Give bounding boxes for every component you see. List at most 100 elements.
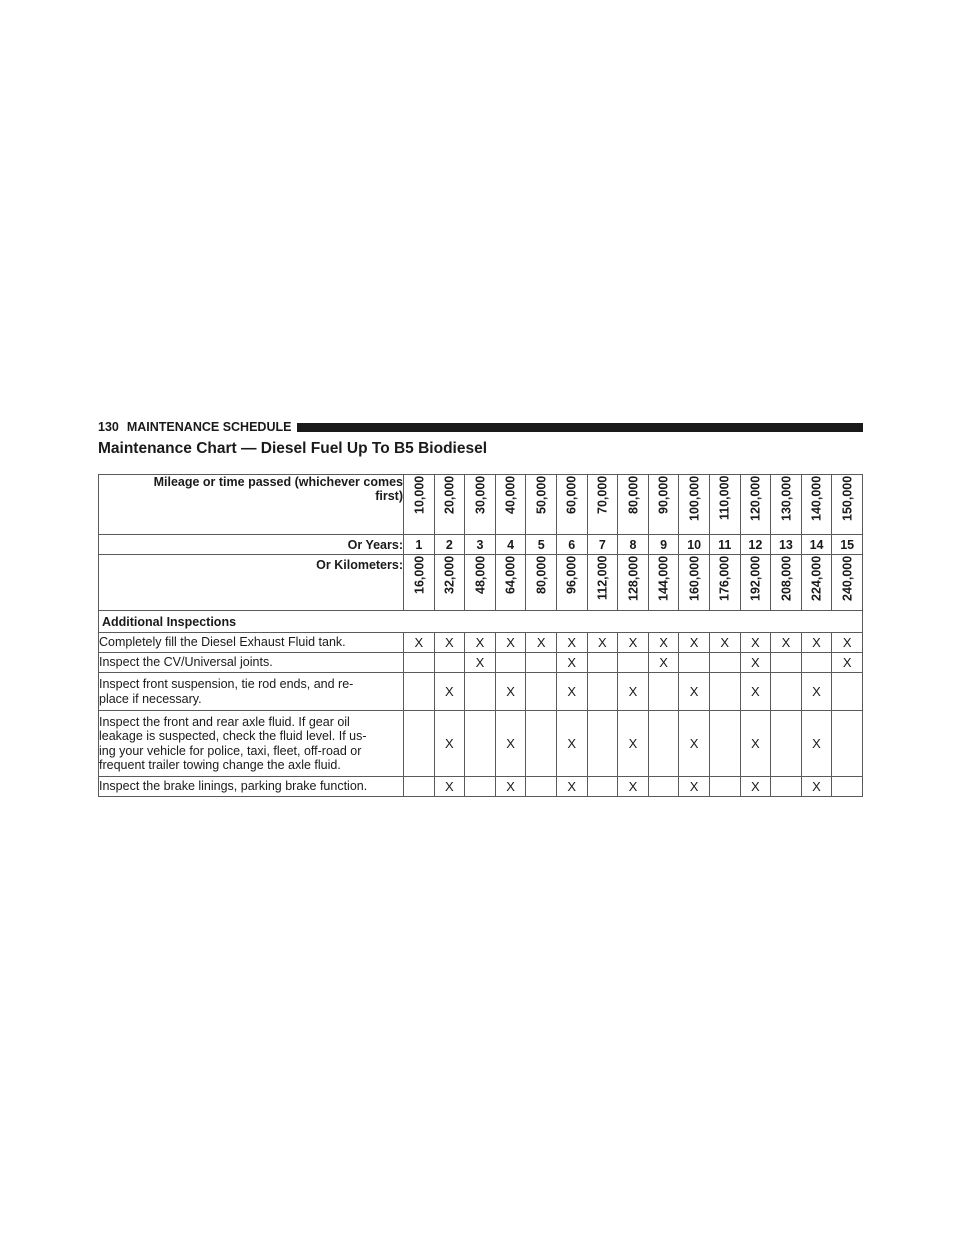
service-mark: X — [586, 632, 619, 653]
service-mark: X — [678, 632, 710, 653]
service-mark: X — [433, 710, 466, 777]
kilometers-cell: 128,000 — [617, 554, 649, 611]
service-mark: X — [831, 632, 863, 653]
inspection-row: Completely fill the Diesel Exhaust Fluid… — [98, 632, 863, 653]
service-mark: X — [464, 632, 496, 653]
kilometers-cell: 112,000 — [587, 554, 618, 611]
years-cell: 6 — [555, 534, 588, 555]
service-mark — [525, 710, 557, 777]
years-cell: 12 — [739, 534, 772, 555]
kilometers-cell: 144,000 — [648, 554, 679, 611]
service-mark — [708, 672, 741, 711]
service-mark: X — [433, 776, 466, 797]
service-mark — [678, 652, 710, 673]
kilometers-cell: 16,000 — [403, 554, 435, 611]
service-mark: X — [800, 672, 833, 711]
service-mark: X — [494, 710, 527, 777]
page-header: 130 MAINTENANCE SCHEDULE — [98, 418, 863, 436]
kilometers-cell: 176,000 — [709, 554, 741, 611]
service-mark: X — [770, 632, 802, 653]
service-mark — [403, 652, 435, 673]
kilometers-cell: 192,000 — [740, 554, 771, 611]
description-line: Completely fill the Diesel Exhaust Fluid… — [99, 635, 346, 650]
section-row: Additional Inspections — [98, 610, 863, 633]
inspection-row: Inspect the front and rear axle fluid. I… — [98, 710, 863, 777]
service-mark: X — [433, 632, 466, 653]
service-mark: X — [739, 776, 772, 797]
service-mark — [617, 652, 649, 673]
service-mark: X — [800, 776, 833, 797]
service-mark — [831, 710, 863, 777]
mileage-cell: 110,000 — [709, 474, 741, 535]
service-mark: X — [617, 632, 649, 653]
service-mark — [647, 710, 680, 777]
service-mark: X — [555, 672, 588, 711]
service-mark: X — [678, 672, 710, 711]
years-cell: 7 — [586, 534, 619, 555]
mileage-cell: 10,000 — [403, 474, 435, 535]
service-mark: X — [739, 652, 772, 673]
service-mark: X — [708, 632, 741, 653]
service-mark — [647, 672, 680, 711]
mileage-label-line1: Mileage or time passed (whichever comes — [153, 475, 403, 489]
service-mark — [464, 710, 496, 777]
kilometers-cell: 32,000 — [434, 554, 465, 611]
inspection-description: Inspect the CV/Universal joints. — [98, 652, 404, 673]
mileage-cell: 50,000 — [525, 474, 557, 535]
kilometers-cell: 80,000 — [525, 554, 557, 611]
service-mark: X — [433, 672, 466, 711]
service-mark — [464, 776, 496, 797]
service-mark: X — [494, 776, 527, 797]
mileage-cell: 80,000 — [617, 474, 649, 535]
service-mark — [586, 776, 619, 797]
years-cell: 3 — [464, 534, 496, 555]
years-cell: 15 — [831, 534, 863, 555]
description-line: ing your vehicle for police, taxi, fleet… — [99, 743, 362, 758]
service-mark: X — [739, 710, 772, 777]
service-mark — [647, 776, 680, 797]
description-line: Inspect the CV/Universal joints. — [99, 655, 273, 670]
service-mark — [586, 672, 619, 711]
service-mark: X — [739, 632, 772, 653]
years-cell: 11 — [708, 534, 741, 555]
header-rule — [297, 422, 863, 432]
maintenance-table: Mileage or time passed (whichever comes … — [98, 474, 863, 797]
service-mark — [525, 672, 557, 711]
years-cell: 2 — [433, 534, 466, 555]
kilometers-cell: 64,000 — [495, 554, 526, 611]
service-mark — [464, 672, 496, 711]
service-mark: X — [831, 652, 863, 673]
service-mark: X — [617, 672, 649, 711]
service-mark — [586, 710, 619, 777]
service-mark: X — [555, 632, 588, 653]
service-mark — [403, 672, 435, 711]
mileage-cell: 130,000 — [770, 474, 802, 535]
mileage-cell: 30,000 — [464, 474, 496, 535]
mileage-cell: 60,000 — [556, 474, 588, 535]
years-cell: 13 — [770, 534, 802, 555]
service-mark — [770, 672, 802, 711]
section-title: MAINTENANCE SCHEDULE — [126, 420, 292, 434]
mileage-cell: 140,000 — [801, 474, 832, 535]
service-mark: X — [647, 652, 680, 673]
service-mark: X — [494, 632, 527, 653]
service-mark — [525, 776, 557, 797]
inspection-description: Completely fill the Diesel Exhaust Fluid… — [98, 632, 404, 653]
page-number: 130 — [98, 420, 119, 434]
service-mark — [770, 710, 802, 777]
service-mark: X — [617, 776, 649, 797]
chart-title: Maintenance Chart — Diesel Fuel Up To B5… — [98, 440, 488, 457]
years-cell: 5 — [525, 534, 557, 555]
service-mark — [586, 652, 619, 673]
service-mark: X — [555, 710, 588, 777]
section-label: Additional Inspections — [98, 610, 863, 633]
mileage-cell: 40,000 — [495, 474, 526, 535]
service-mark — [525, 652, 557, 673]
service-mark: X — [403, 632, 435, 653]
service-mark: X — [494, 672, 527, 711]
years-cell: 14 — [800, 534, 833, 555]
service-mark — [770, 652, 802, 673]
